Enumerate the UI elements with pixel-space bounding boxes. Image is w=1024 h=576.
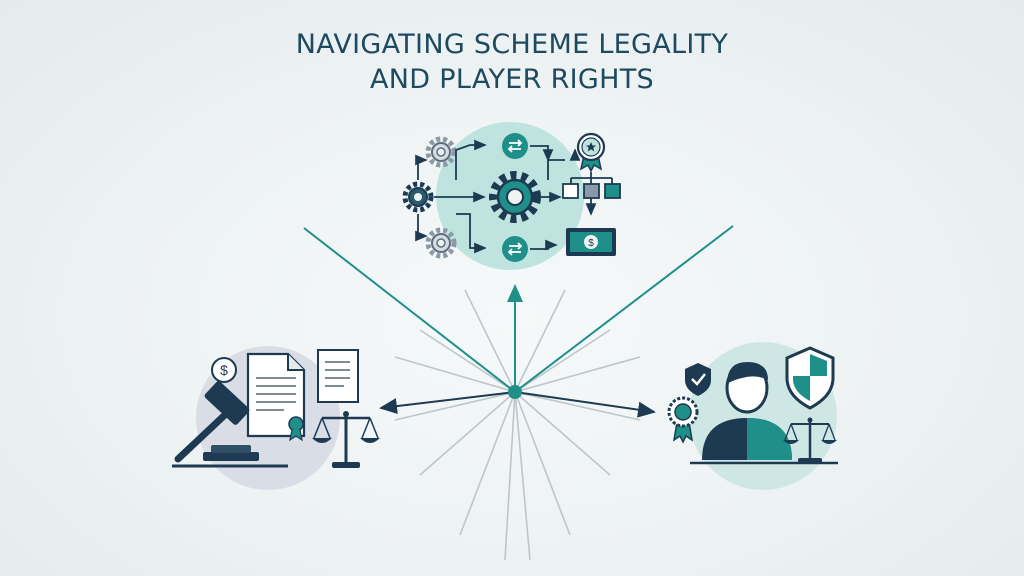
award-rosette-icon <box>667 396 699 444</box>
money-bill-icon: $ <box>566 228 616 256</box>
contract-document-icon <box>246 352 306 442</box>
security-shield-icon <box>785 346 835 410</box>
scheme-mechanics-flow-icon: $ <box>402 122 621 270</box>
diagonal-line-left <box>303 227 516 393</box>
exchange-icon <box>502 133 528 159</box>
gear-icon <box>425 227 457 259</box>
arrow-left <box>379 391 516 415</box>
gear-icon <box>402 181 434 213</box>
diagram-title-line-2: AND PLAYER RIGHTS <box>370 64 654 95</box>
legal-documents-gavel-scales-icon: $ <box>172 346 380 490</box>
central-gear-icon <box>489 171 541 223</box>
svg-text:$: $ <box>220 362 228 378</box>
arrow-right <box>514 391 656 418</box>
player-avatar-icon <box>702 362 792 460</box>
award-badge-icon <box>576 132 606 173</box>
dollar-coin-icon: $ <box>211 357 237 383</box>
org-chart-icon <box>562 172 621 216</box>
gear-icon <box>425 136 457 168</box>
gavel-icon <box>172 381 288 468</box>
document-icon <box>317 349 359 403</box>
exchange-icon <box>502 236 528 262</box>
diagonal-line-right <box>514 225 734 393</box>
svg-text:$: $ <box>588 238 594 249</box>
radial-burst <box>394 289 641 561</box>
check-shield-icon <box>685 363 711 396</box>
player-shield-scales-icon <box>667 342 838 490</box>
diagram-title-line-1: NAVIGATING SCHEME LEGALITY <box>295 29 729 60</box>
hub-node <box>508 385 522 399</box>
scales-of-justice-icon <box>312 411 380 468</box>
